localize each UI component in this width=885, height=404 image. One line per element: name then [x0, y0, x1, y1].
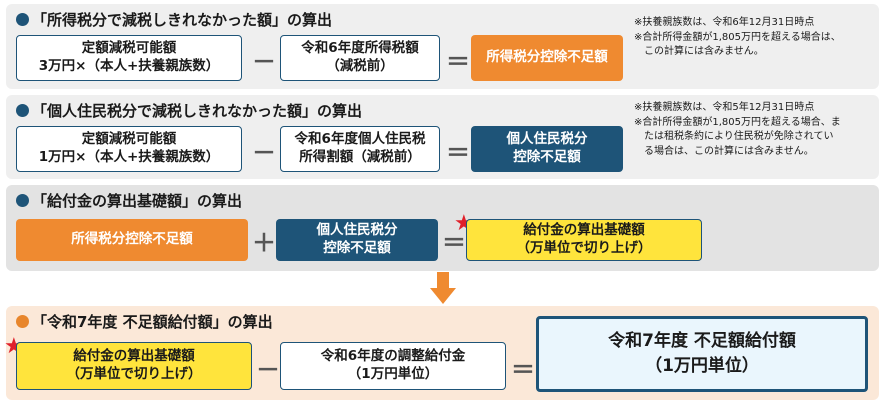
fixed-reduction-amount-box: 定額減税可能額 3万円×（本人+扶養親族数）: [16, 35, 242, 81]
section2-heading: 「個人住民税分で減税しきれなかった額」の算出: [16, 100, 362, 121]
fixed-reduction-amount-box: 定額減税可能額 1万円×（本人+扶養親族数）: [16, 126, 242, 172]
bullet-dot-icon: [16, 315, 29, 328]
bullet-dot-icon: [16, 104, 29, 117]
income-tax-amount-box: 令和6年度所得税額 （減税前）: [280, 35, 440, 81]
minus-operator: －: [256, 356, 280, 384]
section3-heading: 「給付金の算出基礎額」の算出: [16, 190, 242, 211]
equals-operator: ＝: [442, 229, 466, 257]
resident-tax-shortfall-box: 個人住民税分 控除不足額: [471, 126, 623, 172]
section1-notes: ※扶養親族数は、令和6年12月31日時点 ※合計所得金額が1,805万円を超える…: [634, 17, 841, 57]
adjustment-benefit-box: 令和6年度の調整給付金 （1万円単位）: [280, 342, 506, 390]
bullet-dot-icon: [16, 13, 29, 26]
arrow-down-icon: [430, 272, 456, 304]
section-benefit-base-amount: 「給付金の算出基礎額」の算出 所得税分控除不足額 ＋ 個人住民税分 控除不足額 …: [6, 185, 879, 271]
bullet-dot-icon: [16, 194, 29, 207]
section-resident-tax-shortfall: 「個人住民税分で減税しきれなかった額」の算出 定額減税可能額 1万円×（本人+扶…: [6, 95, 879, 179]
minus-operator: －: [252, 139, 276, 167]
benefit-base-amount-box: 給付金の算出基礎額 （万単位で切り上げ）: [466, 219, 702, 261]
equals-operator: ＝: [446, 139, 470, 167]
minus-operator: －: [252, 48, 276, 76]
section2-notes: ※扶養親族数は、令和5年12月31日時点 ※合計所得金額が1,805万円を超える…: [634, 102, 841, 157]
final-benefit-amount-box: 令和7年度 不足額給付額 （1万円単位）: [536, 316, 868, 392]
section-final-benefit-amount: 「令和7年度 不足額給付額」の算出 ★ 給付金の算出基礎額 （万単位で切り上げ）…: [4, 306, 879, 400]
plus-operator: ＋: [252, 229, 276, 257]
resident-tax-amount-box: 令和6年度個人住民税 所得割額（減税前）: [280, 126, 440, 172]
income-tax-shortfall-box: 所得税分控除不足額: [471, 35, 623, 81]
equals-operator: ＝: [511, 356, 535, 384]
section-income-tax-shortfall: 「所得税分で減税しきれなかった額」の算出 定額減税可能額 3万円×（本人+扶養親…: [6, 4, 879, 89]
section4-heading: 「令和7年度 不足額給付額」の算出: [16, 311, 273, 332]
income-tax-shortfall-box: 所得税分控除不足額: [16, 219, 248, 261]
equals-operator: ＝: [446, 48, 470, 76]
section1-heading: 「所得税分で減税しきれなかった額」の算出: [16, 9, 332, 30]
benefit-base-amount-box: 給付金の算出基礎額 （万単位で切り上げ）: [16, 342, 252, 390]
resident-tax-shortfall-box: 個人住民税分 控除不足額: [276, 219, 438, 261]
